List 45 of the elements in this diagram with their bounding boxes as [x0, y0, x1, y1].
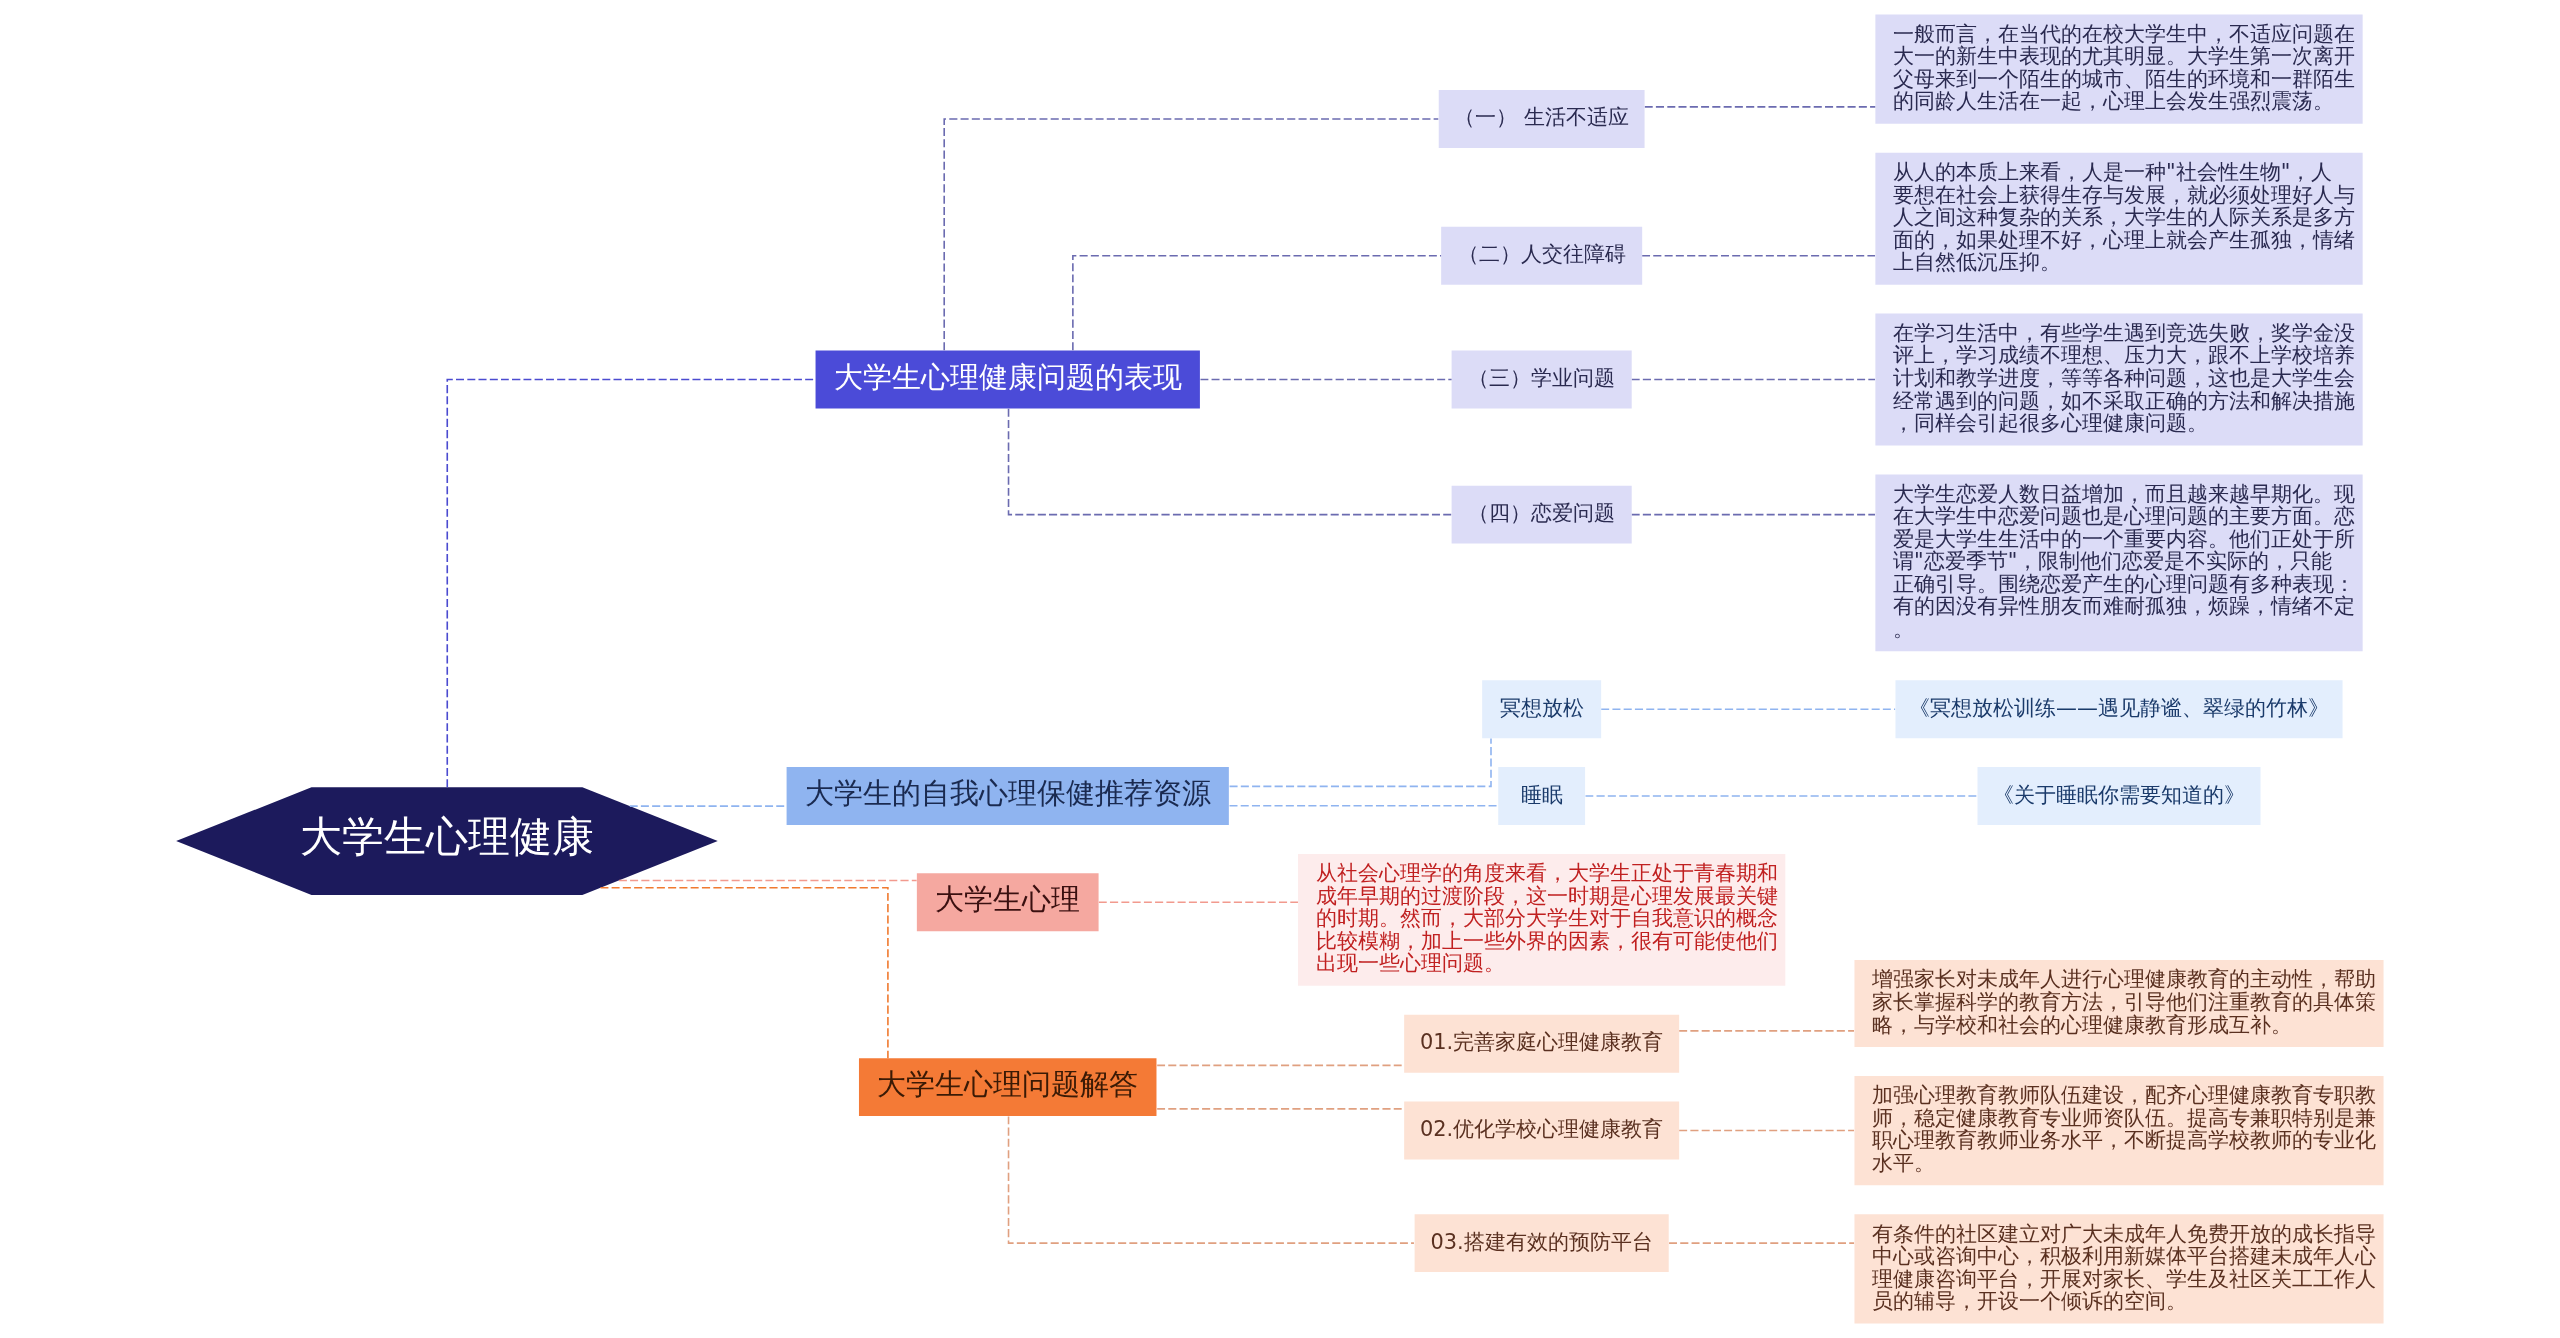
connector — [618, 879, 918, 882]
connector — [1584, 795, 1979, 797]
connector — [1600, 708, 1896, 710]
connector — [1199, 378, 1453, 381]
node-box: 《冥想放松训练——遇见静谧、翠绿的竹林》 — [1895, 680, 2343, 739]
connector — [599, 886, 889, 1059]
connector — [1228, 804, 1499, 807]
node-box: （三）学业问题 — [1451, 350, 1632, 409]
connector — [1007, 408, 1452, 516]
node-box: 大学生心理健康问题的表现 — [815, 350, 1200, 409]
node-box: 02.优化学校心理健康教育 — [1404, 1101, 1680, 1160]
node-box: 03.搭建有效的预防平台 — [1414, 1214, 1669, 1273]
node-box: 01.完善家庭心理健康教育 — [1404, 1014, 1680, 1073]
node-box: 一般而言，在当代的在校大学生中，不适应问题在大一的新生中表现的尤其明显。大学生第一次离开父母来到一个陌生的城市、陌生的环境和一群陌生的同龄人生活在一起，心理上会发生强烈震荡。 — [1875, 14, 2363, 124]
node-box: 大学生的自我心理保健推荐资源 — [786, 767, 1229, 825]
connector — [1156, 1064, 1405, 1067]
node-box: （一） 生活不适应 — [1438, 90, 1645, 148]
node-box: 从人的本质上来看，人是一种"社会性生物"，人要想在社会上获得生存与发展，就必须处理好人与人之间这种复杂的关系，大学生的人际关系是多方面的，如果处理不好，心理上就会产生孤独，情绪上自然低沉压抑。 — [1875, 152, 2363, 285]
connector — [1098, 901, 1299, 903]
node-box: 在学习生活中，有些学生遇到竞选失败，奖学金没评上，学习成绩不理想、压力大，跟不上学校培养计划和教学进度，等等各种问题，这也是大学生会经常遇到的问题，如不采取正确的方法和解决措施，同样会引起很多心理健康问题。 — [1875, 313, 2363, 446]
node-box: 增强家长对未成年人进行心理健康教育的主动性，帮助家长掌握科学的教育方法，引导他们注重教育的具体策略，与学校和社会的心理健康教育形成互补。 — [1854, 960, 2384, 1047]
connector — [1678, 1129, 1855, 1132]
connector — [1228, 737, 1492, 788]
node-box: 冥想放松 — [1482, 680, 1602, 739]
node-box: 《关于睡眠你需要知道的》 — [1977, 767, 2261, 825]
node-box: （二）人交往障碍 — [1441, 226, 1643, 285]
connector — [1641, 254, 1876, 257]
connector — [1631, 378, 1876, 381]
node-box: 加强心理教育教师队伍建设，配齐心理健康教育专职教师，稳定健康教育专业师资队伍。提高专兼职特别是兼职心理教育教师业务水平，不断提高学校教师的专业化水平。 — [1854, 1075, 2384, 1186]
connector — [1072, 254, 1442, 351]
connector — [943, 118, 1440, 351]
node-box: （四）恋爱问题 — [1451, 485, 1632, 544]
node-box: 睡眠 — [1498, 767, 1586, 825]
connector — [1668, 1242, 1855, 1244]
connector — [1644, 106, 1877, 108]
node-box: 从社会心理学的角度来看，大学生正处于青春期和成年早期的过渡阶段，这一时期是心理发展最关键的时期。然而，大部分大学生对于自我意识的概念比较模糊，加上一些外界的因素，很有可能使他们出现一些心理问题。 — [1298, 853, 1786, 986]
node-box: 大学生心理 — [916, 873, 1099, 932]
node-box: 有条件的社区建立对广大未成年人免费开放的成长指导中心或咨询中心，积极利用新媒体平台搭建未成年人心理健康咨询平台，开展对家长、学生及社区关工工作人员的辅导，开设一个倾诉的空间。 — [1854, 1214, 2384, 1324]
node-box: 大学生恋爱人数日益增加，而且越来越早期化。现在大学生中恋爱问题也是心理问题的主要方面。恋爱是大学生生活中的一个重要内容。他们正处于所谓"恋爱季节"，限制他们恋爱是不实际的，只能正确引导。围绕恋爱产生的心理问题有多种表现：有的因没有异性朋友而难耐孤独，烦躁，情绪不定。 — [1875, 474, 2363, 652]
connector — [446, 378, 816, 789]
connector — [1678, 1030, 1855, 1032]
connector — [1156, 1108, 1405, 1110]
connector — [1631, 513, 1876, 516]
node-box: 大学生心理问题解答 — [858, 1058, 1157, 1117]
connector — [1007, 1115, 1415, 1244]
